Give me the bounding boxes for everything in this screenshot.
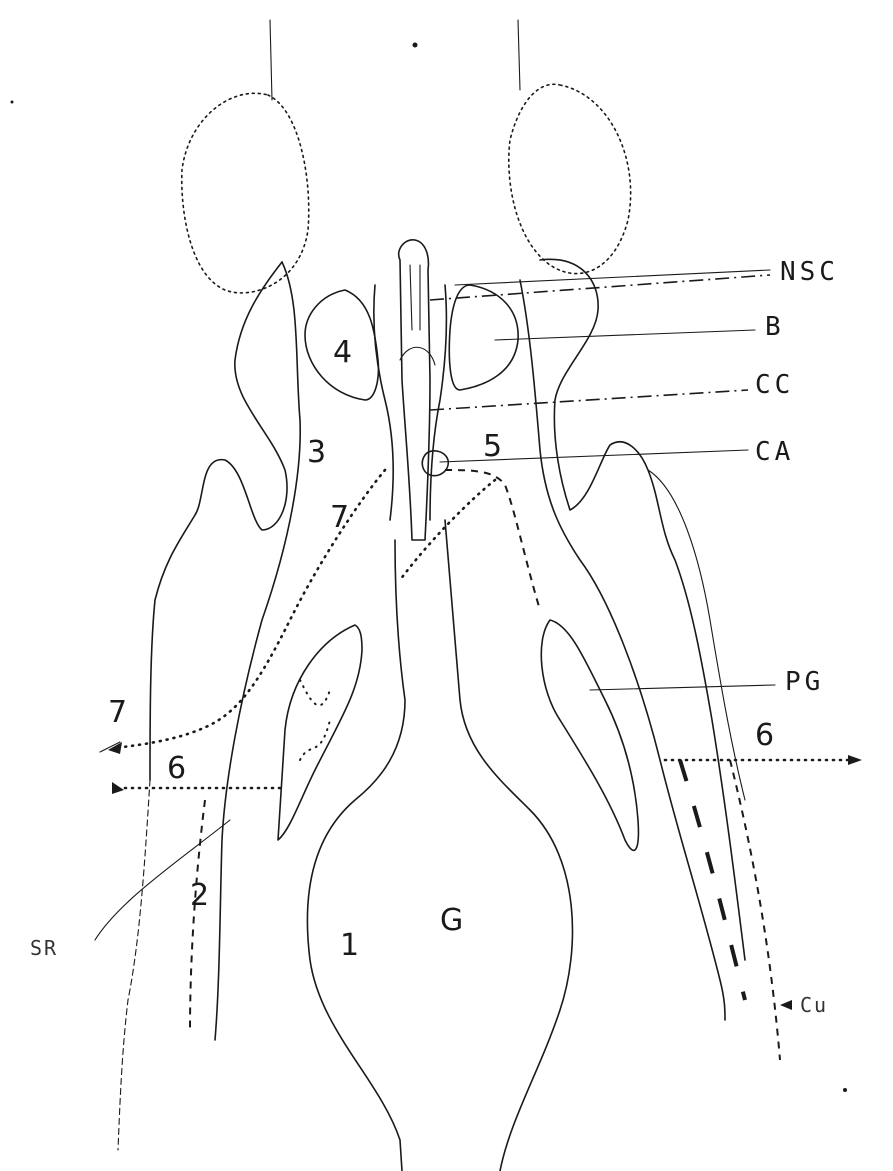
body-outline-right — [540, 259, 745, 960]
label-cc: CC — [755, 370, 794, 400]
number-6-left: 6 — [167, 751, 186, 786]
number-1: 1 — [340, 928, 359, 963]
number-4: 4 — [333, 335, 352, 370]
label-cu: Cu — [800, 993, 828, 1017]
sr-dashed — [190, 800, 205, 1030]
arrow-6-left — [112, 782, 124, 794]
head-right-line — [518, 20, 520, 90]
number-7-upper: 7 — [330, 500, 349, 535]
leader-nsc — [455, 270, 770, 285]
arrow-cu — [780, 1000, 792, 1010]
label-pg: PG — [785, 667, 824, 697]
speck — [843, 1088, 847, 1092]
corpus-allatum-blob — [422, 451, 448, 476]
arrow-6-right — [848, 755, 862, 765]
label-nsc: NSC — [780, 257, 839, 287]
left-eye-outline — [182, 93, 309, 293]
foregut-left-wall — [307, 540, 405, 1171]
foregut-right-wall — [445, 520, 572, 1171]
number-6-right: 6 — [755, 718, 774, 753]
nerve-5-dotted — [400, 480, 495, 580]
cu-dashed-line — [730, 760, 780, 1060]
leader-pg — [590, 685, 775, 690]
label-ca: CA — [755, 437, 794, 467]
brain-right-lobe — [449, 285, 518, 390]
label-b: B — [765, 312, 785, 342]
sr-pointer — [95, 820, 230, 940]
left-gland-dotted — [278, 625, 362, 840]
corpora-cardiaca-body — [374, 285, 393, 520]
corpora-cardiaca-body-right — [430, 285, 446, 520]
body-outline-right-inner — [520, 280, 725, 1020]
number-5: 5 — [483, 429, 502, 464]
speck — [413, 43, 418, 48]
leader-b — [495, 330, 755, 340]
label-sr: SR — [30, 936, 58, 960]
arrow-7-left — [108, 742, 122, 754]
head-left-line — [270, 20, 272, 100]
leader-cc — [430, 390, 748, 410]
number-2: 2 — [190, 878, 209, 913]
speck — [11, 101, 14, 104]
body-outline-left — [215, 262, 300, 1040]
label-g: G — [440, 903, 463, 938]
body-outline-left-lower — [118, 780, 150, 1150]
body-outline-left-outer — [150, 262, 287, 780]
number-3: 3 — [307, 435, 326, 470]
nerve-5-dashed — [445, 470, 540, 610]
number-7-left: 7 — [108, 695, 127, 730]
aorta-tube — [399, 240, 430, 540]
right-eye-outline — [509, 84, 631, 273]
right-gland — [541, 620, 638, 850]
